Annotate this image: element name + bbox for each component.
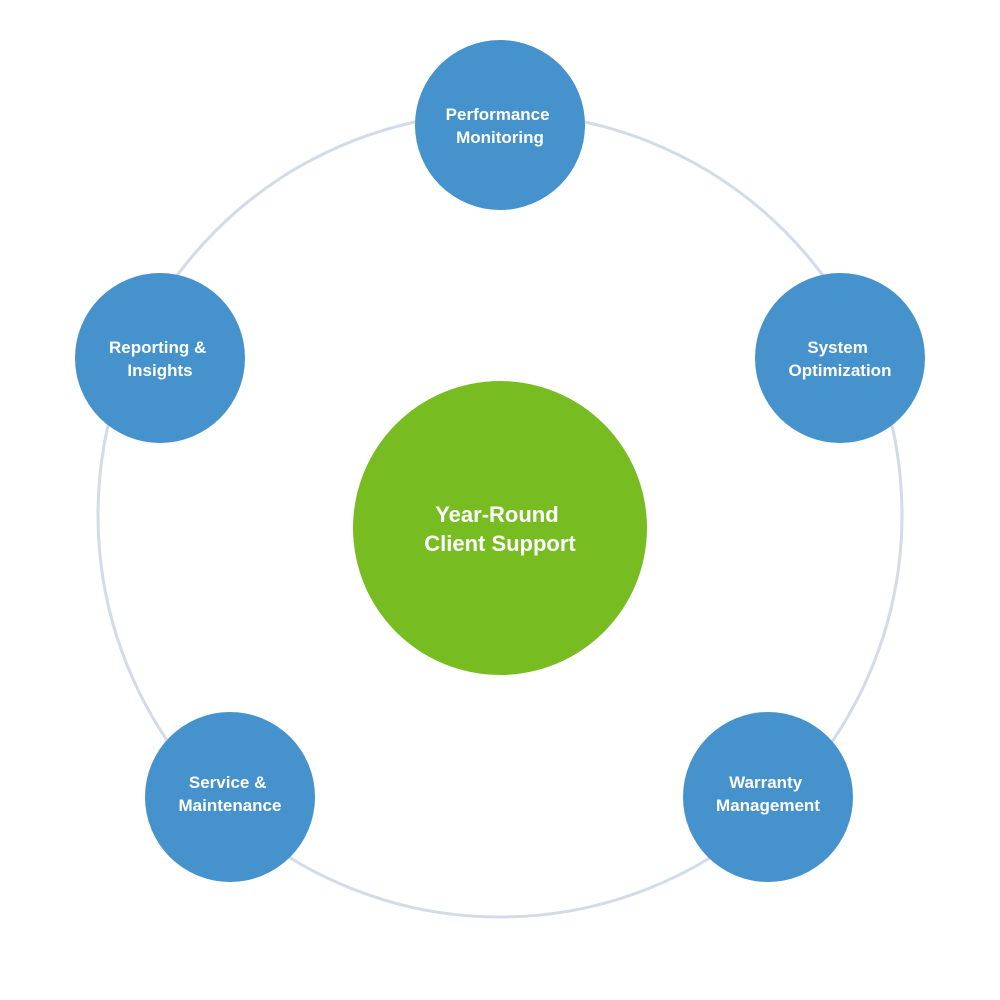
node-system-optimization: System Optimization bbox=[755, 273, 925, 443]
center-label-line-1: Year-Round bbox=[435, 502, 558, 527]
node-label-line-2: Optimization bbox=[789, 361, 892, 380]
center-circle bbox=[353, 381, 647, 675]
node-label-line-1: Service & bbox=[189, 773, 267, 792]
node-warranty-management: Warranty Management bbox=[683, 712, 853, 882]
node-label: Performance Monitoring bbox=[446, 105, 555, 147]
node-performance-monitoring: Performance Monitoring bbox=[415, 40, 585, 210]
center-label: Year-Round Client Support bbox=[424, 502, 576, 556]
node-label-line-1: Warranty bbox=[729, 773, 803, 792]
node-reporting-insights: Reporting & Insights bbox=[75, 273, 245, 443]
node-label-line-2: Insights bbox=[127, 361, 192, 380]
node-label: Reporting & Insights bbox=[109, 338, 211, 380]
node-label: Warranty Management bbox=[716, 773, 820, 815]
node-label-line-2: Management bbox=[716, 796, 820, 815]
center-node: Year-Round Client Support bbox=[353, 381, 647, 675]
node-label: Service & Maintenance bbox=[179, 773, 282, 815]
node-label-line-1: Performance bbox=[446, 105, 550, 124]
node-circle bbox=[75, 273, 245, 443]
node-label-line-1: System bbox=[807, 338, 867, 357]
center-label-line-2: Client Support bbox=[424, 531, 576, 556]
node-label-line-1: Reporting & bbox=[109, 338, 206, 357]
node-circle bbox=[145, 712, 315, 882]
node-service-maintenance: Service & Maintenance bbox=[145, 712, 315, 882]
node-circle bbox=[415, 40, 585, 210]
node-circle bbox=[683, 712, 853, 882]
node-circle bbox=[755, 273, 925, 443]
node-label: System Optimization bbox=[789, 338, 892, 380]
node-label-line-2: Monitoring bbox=[456, 128, 544, 147]
node-label-line-2: Maintenance bbox=[179, 796, 282, 815]
